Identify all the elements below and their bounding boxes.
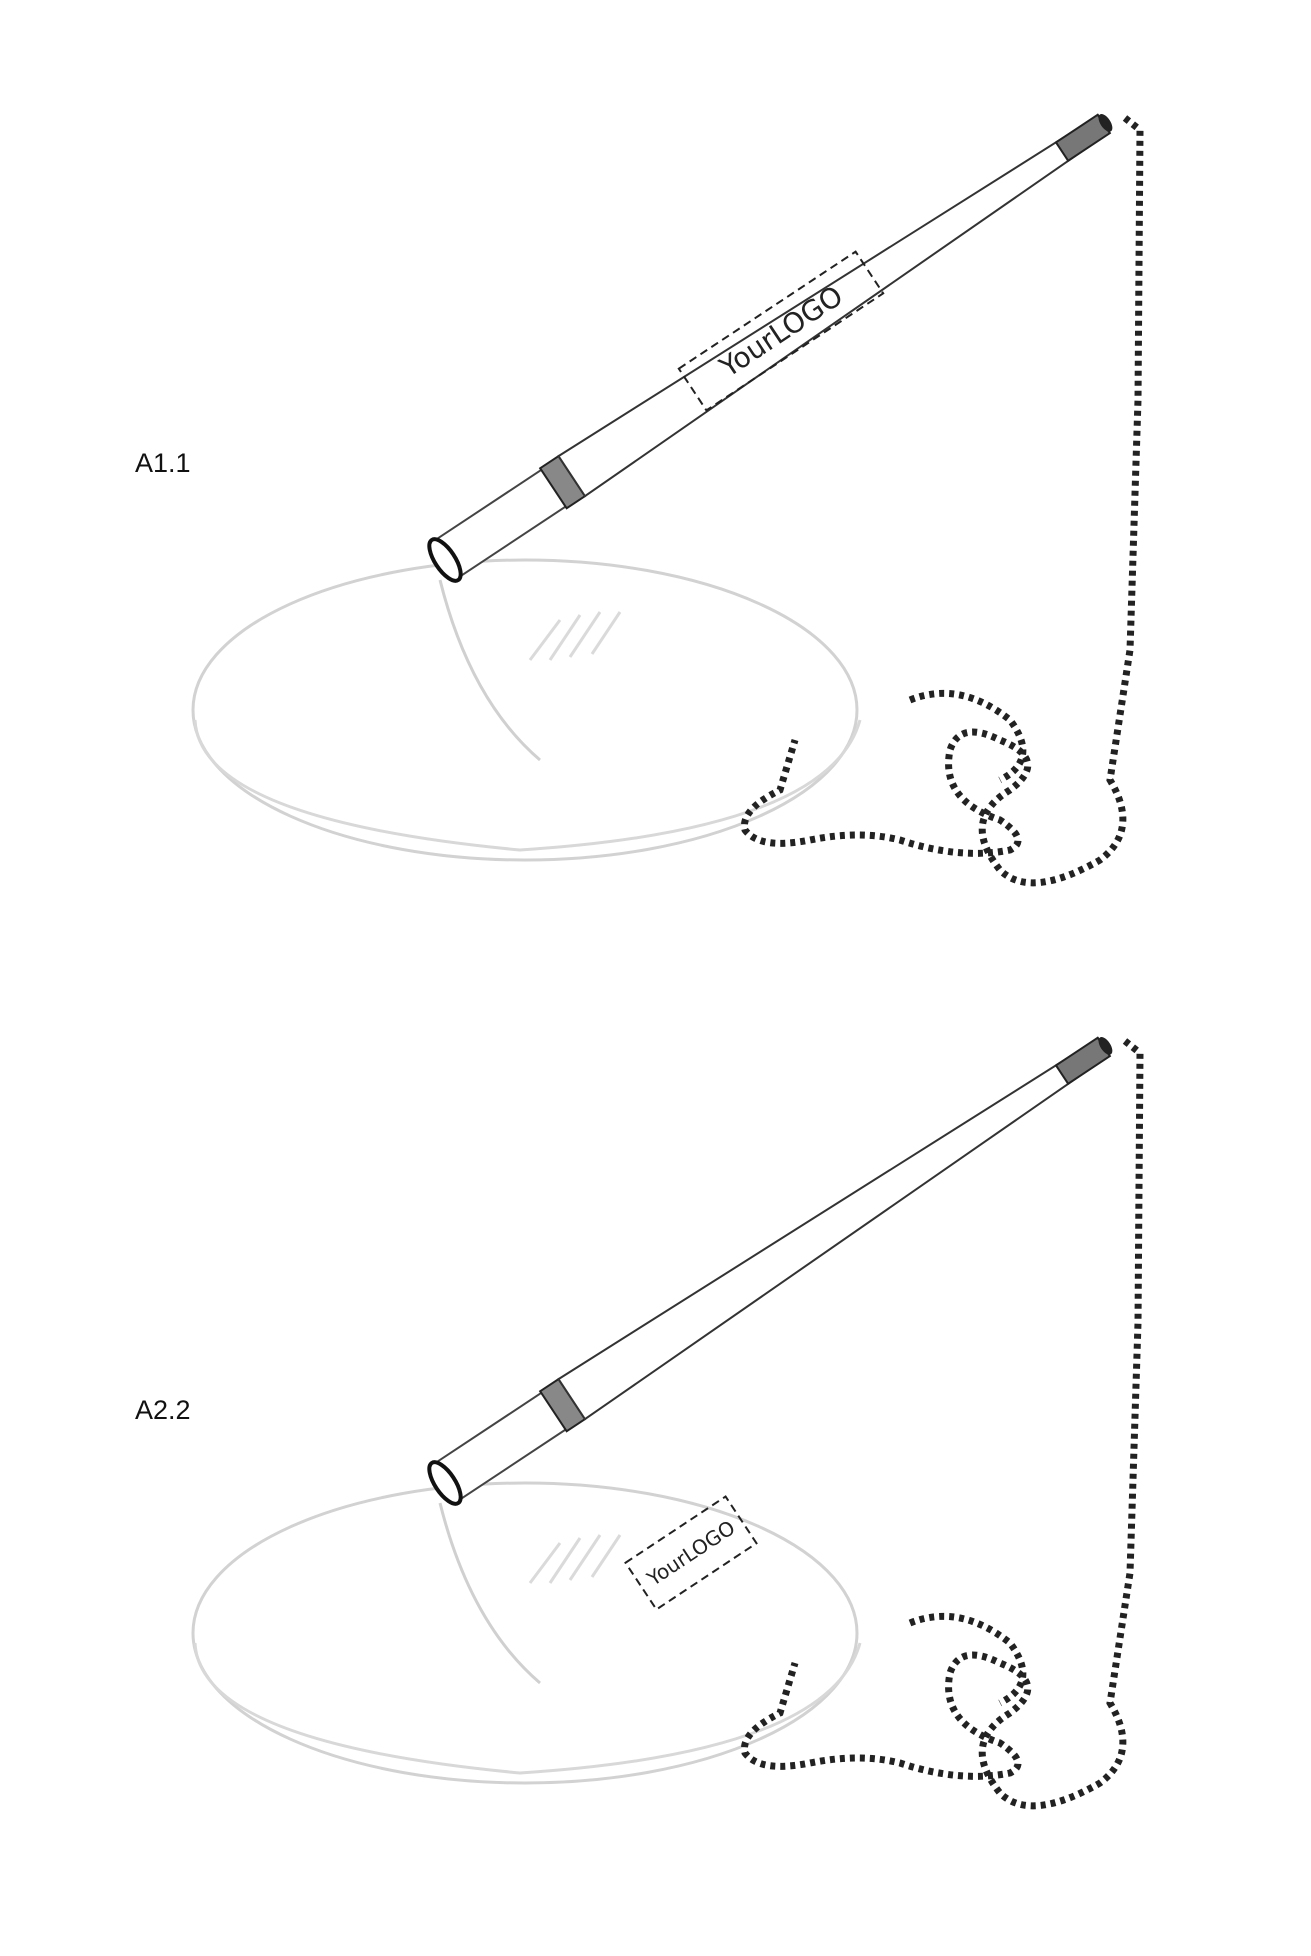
variant-label-a1-1: A1.1 xyxy=(135,448,191,478)
variant-label-a2-2: A2.2 xyxy=(135,1395,191,1425)
variant-a1-1-sketch: YourLOGO xyxy=(193,100,1140,883)
variant-a2-2-sketch: YourLOGO xyxy=(193,1023,1140,1806)
